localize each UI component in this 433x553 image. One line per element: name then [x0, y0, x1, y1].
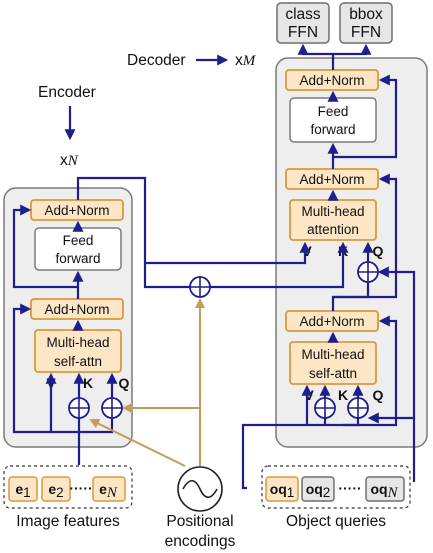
object-query-ellipsis: ····· — [338, 480, 361, 496]
positional-encodings-label-line2: encodings — [165, 533, 236, 550]
encoder-add-norm-bottom: Add+Norm — [30, 298, 124, 320]
decoder-self-q-adder — [347, 397, 369, 419]
decoder-self-q-label: Q — [373, 387, 384, 403]
decoder-add-norm-bottom: Add+Norm — [285, 310, 379, 332]
svg-text:Add+Norm: Add+Norm — [45, 302, 110, 317]
decoder-connections — [241, 43, 416, 490]
object-queries-group — [261, 465, 411, 509]
svg-text:attention: attention — [307, 222, 359, 237]
svg-text:Add+Norm: Add+Norm — [45, 203, 110, 218]
decoder-cross-attention: Multi-head attention — [289, 199, 377, 241]
class-ffn-box: class FFN — [276, 2, 330, 44]
encoder-feed-forward: Feed forward — [34, 227, 122, 271]
svg-text:Multi-head: Multi-head — [301, 347, 364, 362]
encoder-k-label: K — [83, 375, 93, 391]
positional-encodings-label-line1: Positional — [166, 513, 233, 530]
object-query-oq1: oq1 — [265, 476, 299, 502]
decoder-cross-v-label: V — [302, 243, 312, 259]
svg-text:self-attn: self-attn — [54, 354, 102, 369]
svg-text:Feed: Feed — [63, 233, 94, 248]
bbox-ffn-label-line1: bbox — [349, 6, 383, 23]
object-queries-label: Object queries — [286, 513, 386, 530]
svg-text:Add+Norm: Add+Norm — [300, 172, 365, 187]
image-features-label: Image features — [16, 513, 120, 530]
decoder-add-norm-top: Add+Norm — [285, 69, 379, 91]
svg-text:e2: e2 — [48, 481, 63, 500]
svg-text:Add+Norm: Add+Norm — [300, 73, 365, 88]
svg-text:oq1: oq1 — [270, 481, 295, 500]
image-token-ellipsis: ····· — [69, 480, 92, 496]
image-token-en: eN — [92, 476, 126, 502]
image-token-e1: e1 — [8, 476, 38, 502]
decoder-cross-q-label: Q — [373, 243, 384, 259]
image-features-group — [3, 465, 133, 509]
decoder-cross-q-adder — [357, 261, 379, 283]
encoder-k-adder — [68, 397, 90, 419]
encoder-self-attention: Multi-head self-attn — [34, 329, 122, 373]
svg-text:forward: forward — [310, 122, 355, 137]
svg-text:e1: e1 — [15, 481, 30, 500]
decoder-title: Decoder — [127, 52, 186, 69]
encoder-q-adder — [101, 397, 123, 419]
decoder-add-norm-mid: Add+Norm — [285, 168, 379, 190]
positional-encoding-connections — [89, 298, 205, 467]
svg-text:self-attn: self-attn — [309, 366, 357, 381]
svg-text:oqN: oqN — [370, 481, 398, 501]
svg-text:Multi-head: Multi-head — [46, 335, 109, 350]
encoder-repeat-label: xN — [60, 152, 79, 169]
encoder-connections — [12, 176, 349, 465]
decoder-self-k-adder — [314, 397, 336, 419]
svg-text:oq2: oq2 — [306, 481, 331, 500]
svg-text:Add+Norm: Add+Norm — [300, 314, 365, 329]
decoder-self-attention: Multi-head self-attn — [289, 341, 377, 385]
encoder-title: Encoder — [38, 84, 96, 101]
svg-text:eN: eN — [99, 481, 118, 501]
decoder-self-k-label: K — [338, 387, 348, 403]
svg-text:forward: forward — [55, 251, 100, 266]
encoder-add-norm-top: Add+Norm — [30, 199, 124, 221]
positional-encoding-source-icon — [177, 466, 223, 512]
image-token-e2: e2 — [41, 476, 71, 502]
object-query-oqn: oqN — [365, 476, 405, 502]
decoder-self-v-label: V — [304, 387, 314, 403]
bbox-ffn-box: bbox FFN — [339, 2, 393, 44]
decoder-repeat-label: xM — [235, 52, 257, 69]
class-ffn-label-line2: FFN — [288, 24, 318, 41]
svg-text:Feed: Feed — [318, 104, 349, 119]
svg-text:Multi-head: Multi-head — [301, 204, 364, 219]
memory-pos-adder — [189, 276, 211, 298]
object-query-oq2: oq2 — [301, 476, 335, 502]
encoder-q-label: Q — [119, 375, 130, 391]
bbox-ffn-label-line2: FFN — [351, 24, 381, 41]
class-ffn-label-line1: class — [285, 6, 321, 23]
decoder-feed-forward: Feed forward — [289, 97, 377, 143]
